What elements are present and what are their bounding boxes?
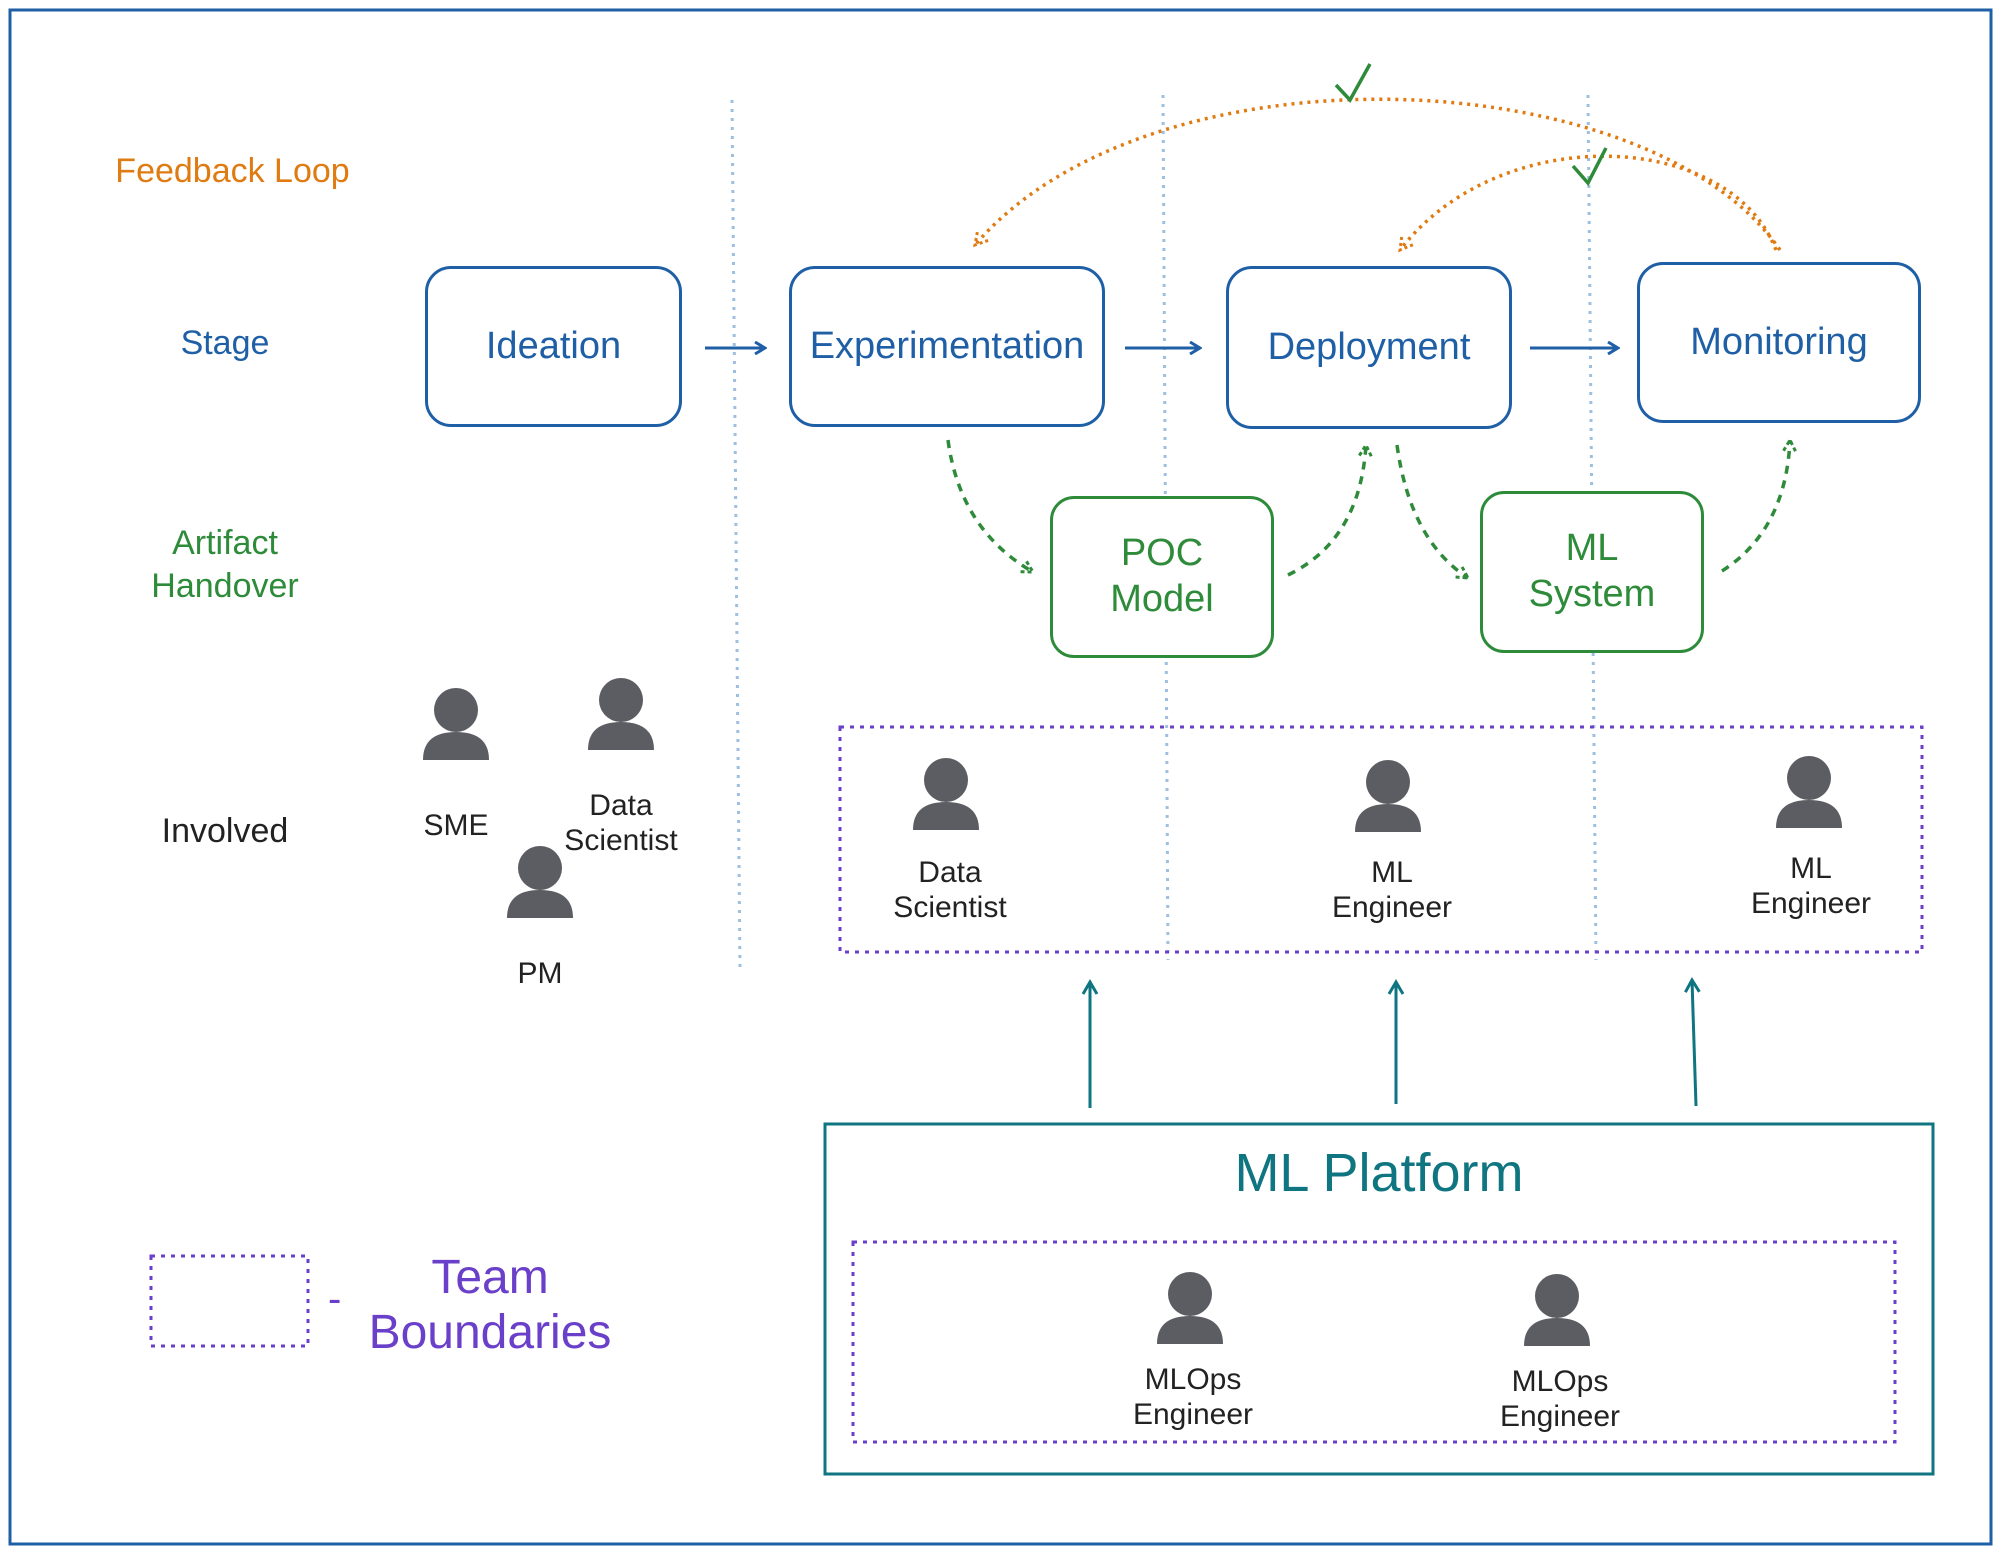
person-icon bbox=[1524, 1274, 1590, 1346]
artifact-ml-system: ML System bbox=[1480, 491, 1704, 653]
person-icon bbox=[1355, 760, 1421, 832]
divider-ideation-experimentation bbox=[730, 99, 742, 971]
ml-system-label-line2: System bbox=[1528, 573, 1656, 615]
artifact-handover-row-label: Artifact Handover bbox=[120, 522, 330, 607]
arrow-poc-to-deployment bbox=[1287, 445, 1366, 577]
feedback-loop-label: Feedback Loop bbox=[115, 152, 350, 190]
person-icon bbox=[588, 678, 654, 750]
person-pm-label: PM bbox=[517, 957, 563, 990]
legend-label-line1: Team bbox=[431, 1251, 549, 1304]
ml-system-label-line1: ML bbox=[1565, 527, 1619, 570]
stage-row-label: Stage bbox=[180, 324, 270, 362]
artifact-label-line2: Handover bbox=[151, 566, 299, 605]
poc-label-line1: POC bbox=[1120, 532, 1204, 575]
person-icon bbox=[1157, 1272, 1223, 1344]
person-label-line1: MLOps bbox=[1144, 1363, 1242, 1396]
artifact-poc-model: POC Model bbox=[1050, 496, 1274, 658]
person-ml-engineer-a-label: ML Engineer bbox=[1332, 855, 1452, 926]
arrow-experimentation-to-poc bbox=[946, 439, 1033, 572]
poc-label-line2: Model bbox=[1110, 578, 1214, 620]
check-icon bbox=[1334, 63, 1372, 103]
ml-platform-title: ML Platform bbox=[1234, 1143, 1524, 1203]
person-mlops-b-label: MLOps Engineer bbox=[1500, 1364, 1620, 1435]
legend-label-line2: Boundaries bbox=[368, 1306, 612, 1360]
person-data-scientist-left-label: Data Scientist bbox=[564, 788, 677, 859]
person-label-line2: Scientist bbox=[893, 891, 1007, 925]
person-label-line2: Engineer bbox=[1750, 887, 1872, 921]
involved-row-label: Involved bbox=[161, 812, 289, 850]
person-icon bbox=[423, 688, 489, 760]
legend-boundary-sample bbox=[149, 1254, 310, 1348]
stage-ideation-label: Ideation bbox=[485, 325, 622, 367]
stage-ideation: Ideation bbox=[425, 266, 682, 427]
person-label-line2: Scientist bbox=[564, 824, 678, 858]
person-icon bbox=[507, 846, 573, 918]
person-label-line1: Data bbox=[589, 789, 653, 822]
feedback-arrow-outer bbox=[975, 97, 1782, 250]
person-ml-engineer-b-label: ML Engineer bbox=[1751, 851, 1871, 922]
person-icon bbox=[913, 758, 979, 830]
team-boundary-involved bbox=[838, 725, 1924, 954]
stage-monitoring-label: Monitoring bbox=[1690, 321, 1868, 363]
person-label-line1: ML bbox=[1790, 852, 1832, 885]
ml-platform-box bbox=[823, 1122, 1935, 1476]
person-label-line1: Data bbox=[918, 856, 982, 889]
stage-deployment: Deployment bbox=[1226, 266, 1512, 429]
stage-experimentation: Experimentation bbox=[789, 266, 1105, 427]
person-label-line1: MLOps bbox=[1511, 1365, 1609, 1398]
outer-frame bbox=[8, 8, 1993, 1546]
person-data-scientist-label: Data Scientist bbox=[893, 855, 1006, 926]
person-sme-label: SME bbox=[423, 809, 489, 842]
person-label-line2: Engineer bbox=[1331, 891, 1453, 925]
team-boundary-platform bbox=[851, 1240, 1897, 1444]
arrow-deployment-to-ml-system bbox=[1395, 444, 1468, 578]
person-label-line2: Engineer bbox=[1499, 1400, 1621, 1434]
arrow-ml-system-to-monitoring bbox=[1721, 440, 1790, 573]
person-label-line1: ML bbox=[1371, 856, 1413, 889]
person-mlops-a-label: MLOps Engineer bbox=[1133, 1362, 1253, 1433]
stage-experimentation-label: Experimentation bbox=[809, 325, 1085, 367]
artifact-label-line1: Artifact bbox=[172, 524, 278, 562]
legend-team-boundaries: Team Boundaries bbox=[360, 1250, 620, 1360]
person-label-line2: Engineer bbox=[1132, 1398, 1254, 1432]
arrow-platform-to-ml-engineer-b bbox=[1684, 977, 1701, 1107]
check-icon bbox=[1571, 147, 1608, 187]
stage-deployment-label: Deployment bbox=[1267, 326, 1471, 368]
person-icon bbox=[1776, 756, 1842, 828]
stage-monitoring: Monitoring bbox=[1637, 262, 1921, 423]
legend-dash: - bbox=[328, 1277, 342, 1321]
